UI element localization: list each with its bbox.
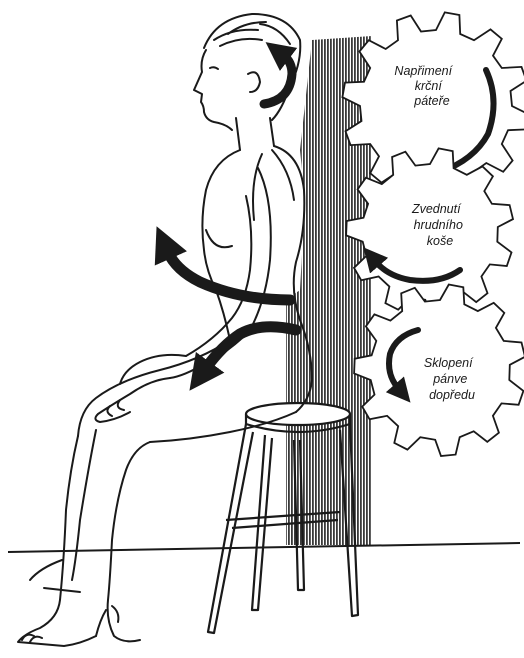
gear-neck-line-2: krční (415, 79, 444, 93)
gear-chest-line-3: koše (427, 234, 453, 248)
wall-panel (286, 36, 372, 545)
gear-chest-line-1: Zvednutí (411, 202, 462, 216)
gear-chest-line-2: hrudního (414, 218, 463, 232)
gear-neck-line-3: páteře (413, 94, 449, 108)
gear-pelvis-line-2: pánve (432, 372, 467, 386)
pelvis-arrow (206, 327, 296, 368)
gear-neck-line-1: Napřimení (394, 64, 453, 78)
gear-pelvis-line-3: dopředu (429, 388, 475, 402)
gear-pelvis-line-1: Sklopení (424, 356, 474, 370)
chest-arrow (168, 252, 290, 300)
motion-arrows (168, 56, 296, 368)
gear-pelvis: Sklopení pánve dopředu (354, 285, 524, 457)
